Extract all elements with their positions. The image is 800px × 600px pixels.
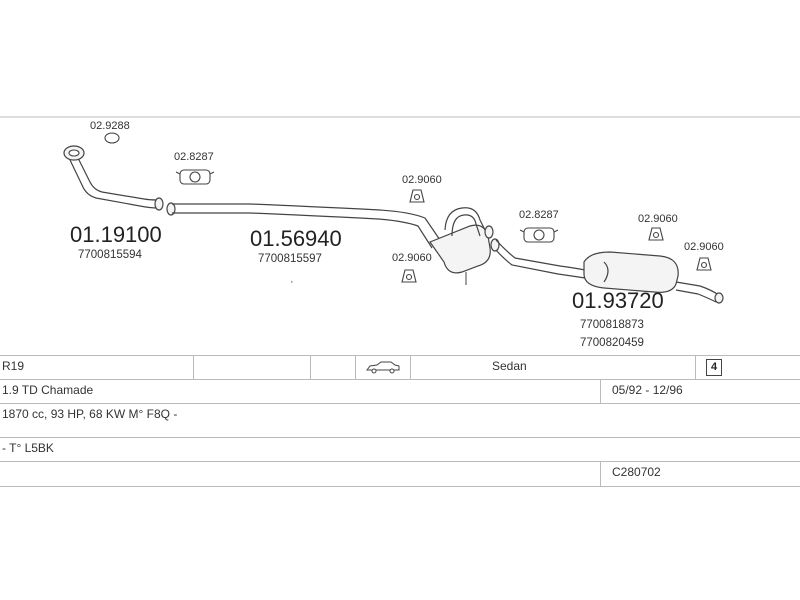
gasket-top-label: 02.9288 (90, 120, 130, 132)
hanger-a-label: 02.9060 (402, 174, 442, 186)
front-pipe-part[interactable] (63, 145, 164, 211)
hanger-icon[interactable] (409, 189, 425, 203)
part2-number: 01.56940 (250, 226, 342, 251)
info-row-model: R19 Sedan 4 (0, 355, 800, 380)
catalog-cell: C280702 (612, 465, 661, 479)
info-row-variant: 1.9 TD Chamade 05/92 - 12/96 (0, 379, 800, 404)
clamp-b-label: 02.8287 (519, 209, 559, 221)
part1-oe: 7700815594 (78, 249, 143, 261)
body-cell: Sedan (492, 359, 527, 373)
part3-oe-2: 7700820459 (580, 337, 644, 349)
code-cell: - T° L5BK (2, 441, 54, 455)
part2-oe: 7700815597 (258, 253, 322, 265)
spec-cell: 1870 cc, 93 HP, 68 KW M° F8Q - (2, 407, 178, 421)
dot-mark: · (290, 276, 294, 288)
hanger-d-label: 02.9060 (684, 241, 724, 253)
hanger-icon[interactable] (696, 257, 712, 271)
exhaust-system-diagram: 02.9288 02.8287 01.19100 7700815594 01.5… (0, 116, 800, 349)
engine-4cyl-icon: 4 (706, 359, 722, 376)
info-row-code: - T° L5BK (0, 437, 800, 462)
part1-number: 01.19100 (70, 222, 162, 247)
years-cell: 05/92 - 12/96 (612, 383, 683, 397)
model-cell: R19 (2, 359, 25, 373)
part3-number: 01.93720 (572, 288, 664, 313)
rear-silencer-part[interactable] (490, 238, 724, 304)
clamp-icon[interactable] (519, 227, 559, 243)
info-row-catalog: C280702 (0, 461, 800, 487)
hanger-icon[interactable] (648, 227, 664, 241)
clamp-a-label: 02.8287 (174, 151, 214, 163)
part3-oe-1: 7700818873 (580, 319, 644, 331)
hanger-icon[interactable] (401, 269, 417, 283)
clamp-icon[interactable] (175, 169, 215, 185)
variant-cell: 1.9 TD Chamade (2, 383, 94, 397)
hanger-c-label: 02.9060 (638, 213, 678, 225)
center-pipe-part[interactable] (166, 202, 494, 285)
car-sedan-icon (366, 361, 400, 374)
hanger-b-label: 02.9060 (392, 252, 432, 264)
info-row-spec: 1870 cc, 93 HP, 68 KW M° F8Q - (0, 403, 800, 438)
gasket-icon[interactable] (104, 132, 120, 144)
